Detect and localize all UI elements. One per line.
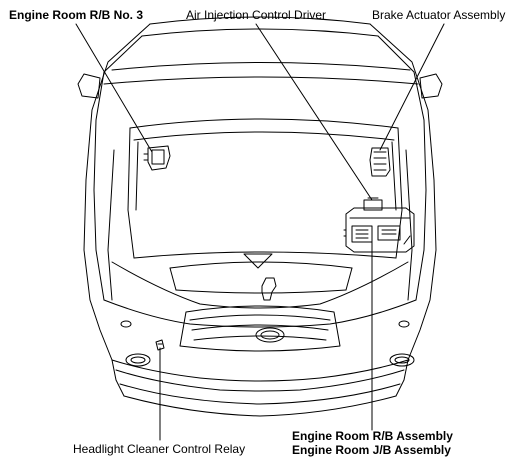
front-bumper-grille: [103, 261, 417, 417]
engine-room-rb-no3-component: [143, 145, 171, 171]
label-engine-room-rb-no3: Engine Room R/B No. 3: [9, 8, 144, 22]
leader-air-injection-driver: [255, 23, 373, 201]
engine-bay-outline: [127, 118, 403, 301]
brake-actuator-component: [369, 147, 391, 177]
label-engine-room-jb-assembly: Engine Room J/B Assembly: [292, 443, 451, 457]
headlight-cleaner-relay-component: [155, 339, 165, 351]
engine-room-rb-jb-assembly-component: [343, 207, 415, 253]
label-air-injection-driver: Air Injection Control Driver: [186, 8, 327, 22]
leader-brake-actuator: [379, 23, 445, 151]
label-headlight-cleaner-relay: Headlight Cleaner Control Relay: [73, 442, 246, 456]
label-engine-room-rb-assembly: Engine Room R/B Assembly: [292, 429, 453, 443]
label-brake-actuator: Brake Actuator Assembly: [372, 8, 506, 22]
vehicle-body-outline: [77, 16, 443, 361]
air-injection-driver-component: [363, 197, 383, 211]
leader-lines: [75, 23, 445, 441]
leader-engine-room-rb-no3: [75, 23, 153, 153]
